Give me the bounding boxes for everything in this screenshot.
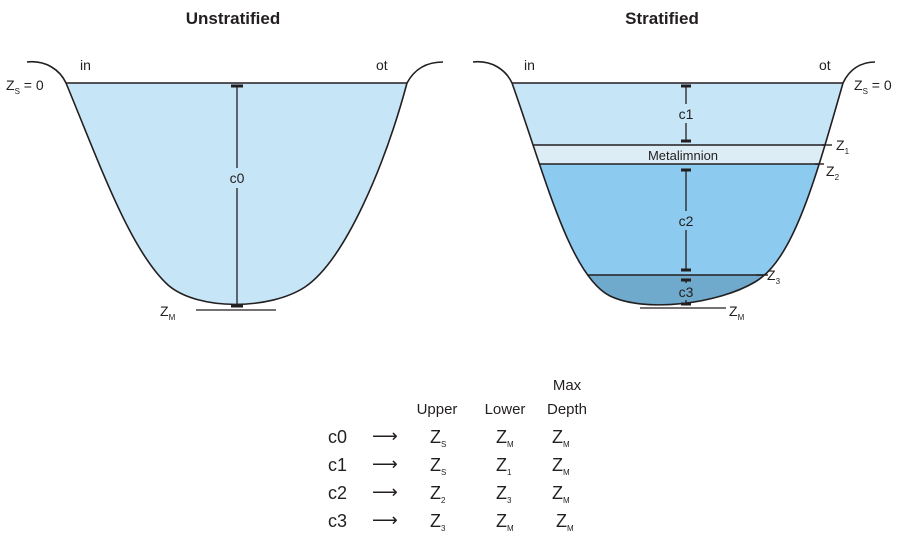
c1-label-bg bbox=[675, 104, 697, 123]
arrow-icon: ⟶ bbox=[372, 482, 398, 502]
row-label: c1 bbox=[328, 455, 347, 475]
table-header-depth: Depth bbox=[547, 401, 587, 418]
unstratified-title: Unstratified bbox=[186, 9, 280, 28]
unstratified-bottom-label: ZM bbox=[160, 303, 176, 322]
z3-label: Z3 bbox=[767, 267, 781, 286]
row-upper: ZS bbox=[430, 427, 446, 449]
table-header-upper: Upper bbox=[417, 401, 458, 418]
row-upper: Z2 bbox=[430, 483, 446, 505]
unstratified-basin-outline bbox=[26, 60, 444, 306]
arrow-icon: ⟶ bbox=[372, 510, 398, 530]
compartment-depth-table: Max Upper Lower Depth c0 ⟶ ZS ZM ZM c1 ⟶… bbox=[328, 377, 587, 533]
metalimnion-layer bbox=[512, 145, 843, 164]
arrow-icon: ⟶ bbox=[372, 454, 398, 474]
table-header-lower: Lower bbox=[485, 401, 526, 418]
c0-label-bg bbox=[225, 168, 249, 188]
c3-label: c3 bbox=[679, 284, 694, 300]
row-max: ZM bbox=[552, 483, 570, 505]
arrow-icon: ⟶ bbox=[372, 426, 398, 446]
stratified-surface-label: ZS = 0 bbox=[854, 77, 892, 96]
c2-label-bg bbox=[675, 211, 697, 230]
z1-label: Z1 bbox=[836, 137, 850, 156]
c0-label: c0 bbox=[230, 170, 245, 186]
unstratified-outflow-label: ot bbox=[376, 57, 388, 73]
row-label: c3 bbox=[328, 511, 347, 531]
row-max: ZM bbox=[556, 511, 574, 533]
stratified-panel: Stratified c1 Metalimnion c2 bbox=[472, 9, 892, 322]
row-max: ZM bbox=[552, 427, 570, 449]
unstratified-inflow-label: in bbox=[80, 57, 91, 73]
unstratified-panel: Unstratified c0 in ot ZS = 0 ZM bbox=[6, 9, 444, 322]
table-row: c1 ⟶ ZS Z1 ZM bbox=[328, 454, 570, 477]
c1-label: c1 bbox=[679, 106, 694, 122]
row-upper: ZS bbox=[430, 455, 446, 477]
row-max: ZM bbox=[552, 455, 570, 477]
row-label: c2 bbox=[328, 483, 347, 503]
row-lower: ZM bbox=[496, 427, 514, 449]
table-row: c2 ⟶ Z2 Z3 ZM bbox=[328, 482, 570, 505]
table-row: c3 ⟶ Z3 ZM ZM bbox=[328, 510, 574, 533]
stratified-title: Stratified bbox=[625, 9, 699, 28]
row-upper: Z3 bbox=[430, 511, 446, 533]
row-lower: Z3 bbox=[496, 483, 512, 505]
metalimnion-label: Metalimnion bbox=[648, 148, 718, 163]
c2-label: c2 bbox=[679, 213, 694, 229]
unstratified-surface-label: ZS = 0 bbox=[6, 77, 44, 96]
c3-label-bg bbox=[675, 283, 697, 300]
table-row: c0 ⟶ ZS ZM ZM bbox=[328, 426, 570, 449]
stratified-inflow-label: in bbox=[524, 57, 535, 73]
row-lower: Z1 bbox=[496, 455, 512, 477]
stratified-bottom-label: ZM bbox=[729, 303, 745, 322]
table-header-max: Max bbox=[553, 377, 582, 394]
row-label: c0 bbox=[328, 427, 347, 447]
stratified-outflow-label: ot bbox=[819, 57, 831, 73]
row-lower: ZM bbox=[496, 511, 514, 533]
z2-label: Z2 bbox=[826, 163, 840, 182]
